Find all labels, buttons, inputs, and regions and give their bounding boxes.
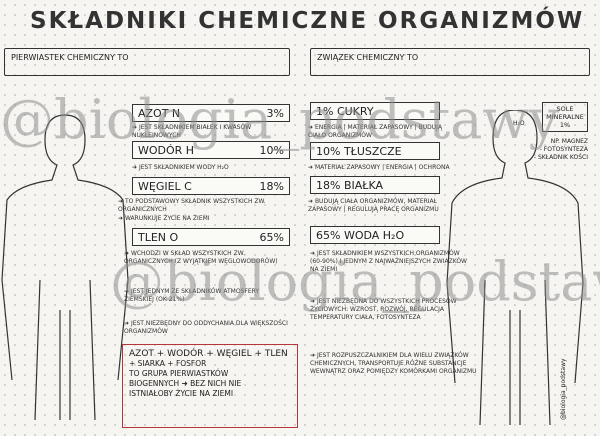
note: WARUNKUJE ŻYCIE NA ZIEMI: [118, 215, 293, 223]
element-name: WĘGIEL C: [138, 179, 192, 193]
sole-note: NP. MAGNEZ: [550, 138, 588, 145]
note: ENERGIA | MATERIAŁ ZAPASOWY | BUDUJĄ CIA…: [308, 124, 448, 140]
summary-line: BIOGENNYCH ➜ BEZ NICH NIE: [129, 379, 242, 388]
sole-mineralne-box: SOLE MINERALNE 1%: [542, 102, 588, 132]
element-wegiel: WĘGIEL C 18%: [132, 177, 290, 195]
brain-label: H₂O: [513, 120, 525, 127]
element-azot: AZOT N 3%: [132, 104, 290, 122]
biogenic-summary-box: AZOT + WODÓR + WĘGIEL + TLEN + SIARKA + …: [122, 344, 298, 428]
author-signature: @biologia_podstawy: [560, 358, 567, 420]
watermark: @biologia_podstawy: [0, 88, 560, 151]
right-banner: ZWIĄZEK CHEMICZNY TO: [310, 48, 590, 76]
watermark: @biologia_podstawy: [110, 250, 600, 313]
element-pct: 65%: [259, 230, 284, 244]
left-body-outline: [1, 114, 129, 421]
note: JEST SKŁADNIKIEM WODY H₂O: [132, 164, 292, 172]
note: JEST NIEZBĘDNY DO ODDYCHANIA DLA WIĘKSZO…: [124, 320, 289, 336]
note: JEST SKŁADNIKIEM BIAŁEK I KWASÓW NUKLEIN…: [132, 124, 292, 140]
element-pct: 10%: [259, 143, 284, 157]
sole-label: SOLE MINERALNE: [546, 105, 584, 121]
element-tlen: TLEN O 65%: [132, 228, 290, 246]
note: JEST NIEZBĘDNA DO WSZYSTKICH PROCESÓW ŻY…: [310, 298, 475, 322]
compound-bialka: 18% BIAŁKA: [310, 176, 440, 194]
sole-notes: NP. MAGNEZ - FOTOSYNTEZA - SKŁADNIK KOŚC…: [530, 138, 588, 162]
note: MATERIAŁ ZAPASOWY | ENERGIA | OCHRONA: [308, 164, 478, 172]
element-wodor: WODÓR H 10%: [132, 141, 290, 159]
note: BUDUJĄ CIAŁA ORGANIZMÓW, MATERIAŁ ZAPASO…: [308, 198, 448, 214]
summary-line: AZOT + WODÓR + WĘGIEL + TLEN: [129, 349, 288, 359]
summary-line: + SIARKA + FOSFOR: [129, 359, 207, 368]
element-pct: 3%: [266, 106, 284, 120]
left-banner: PIERWIASTEK CHEMICZNY TO: [4, 48, 290, 76]
note: WCHODZI W SKŁAD WSZYSTKICH ZW. ORGANICZN…: [124, 250, 289, 266]
note: JEST ROZPUSZCZALNIKIEM DLA WIELU ZWIĄZKÓ…: [310, 352, 480, 376]
element-name: TLEN O: [138, 230, 179, 244]
summary-line: ISTNIAŁOBY ŻYCIE NA ZIEMI: [129, 389, 234, 398]
compound-cukry: 1% CUKRY: [310, 102, 440, 120]
compound-woda: 65% WODA H₂O: [310, 226, 440, 244]
right-body-outline: [446, 110, 584, 426]
sole-note: - SKŁADNIK KOŚCI: [533, 154, 588, 161]
note: JEST SKŁADNIKIEM WSZYSTKICH ORGANIZMÓW (…: [310, 250, 470, 274]
element-name: WODÓR H: [138, 143, 195, 157]
compound-tluszcze: 10% TŁUSZCZE: [310, 142, 440, 160]
note: JEST JEDNYM ZE SKŁADNIKÓW ATMOSFERY ZIEM…: [124, 288, 289, 304]
sole-note: - FOTOSYNTEZA: [539, 146, 588, 153]
sole-pct: 1%: [559, 121, 571, 129]
element-pct: 18%: [259, 179, 284, 193]
element-name: AZOT N: [138, 106, 181, 120]
page-title: SKŁADNIKI CHEMICZNE ORGANIZMÓW: [30, 8, 585, 34]
summary-line: TO GRUPA PIERWIASTKÓW: [129, 369, 229, 378]
note: TO PODSTAWOWY SKŁADNIK WSZYSTKICH ZW. OR…: [118, 198, 293, 214]
